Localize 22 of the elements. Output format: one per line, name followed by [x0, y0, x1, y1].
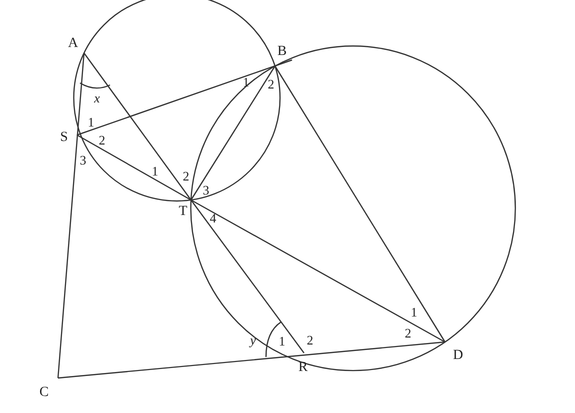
point-label: A	[68, 37, 78, 51]
angle-number: 4	[210, 212, 216, 224]
angle-number: 1	[152, 164, 158, 178]
point-label: T	[178, 205, 188, 219]
point-label: B	[277, 45, 287, 59]
angle-label: x	[94, 92, 100, 104]
angle-number: 1	[410, 306, 418, 318]
point-label: S	[60, 131, 68, 145]
angle-number: 3	[80, 154, 86, 166]
angle-number: 2	[404, 326, 412, 340]
angle-number: 2	[306, 334, 314, 346]
angle-number: 1	[88, 116, 94, 128]
angle-label: y	[250, 334, 256, 346]
angle-number: 2	[182, 170, 190, 182]
angle-number: 2	[98, 134, 106, 146]
point-label: R	[298, 361, 308, 375]
point-label: D	[452, 349, 464, 363]
angle-number: 1	[242, 76, 250, 88]
point-label: C	[39, 386, 49, 400]
angle-number: 2	[268, 78, 274, 90]
angle-number: 3	[202, 184, 210, 196]
angle-number: 1	[278, 334, 286, 348]
